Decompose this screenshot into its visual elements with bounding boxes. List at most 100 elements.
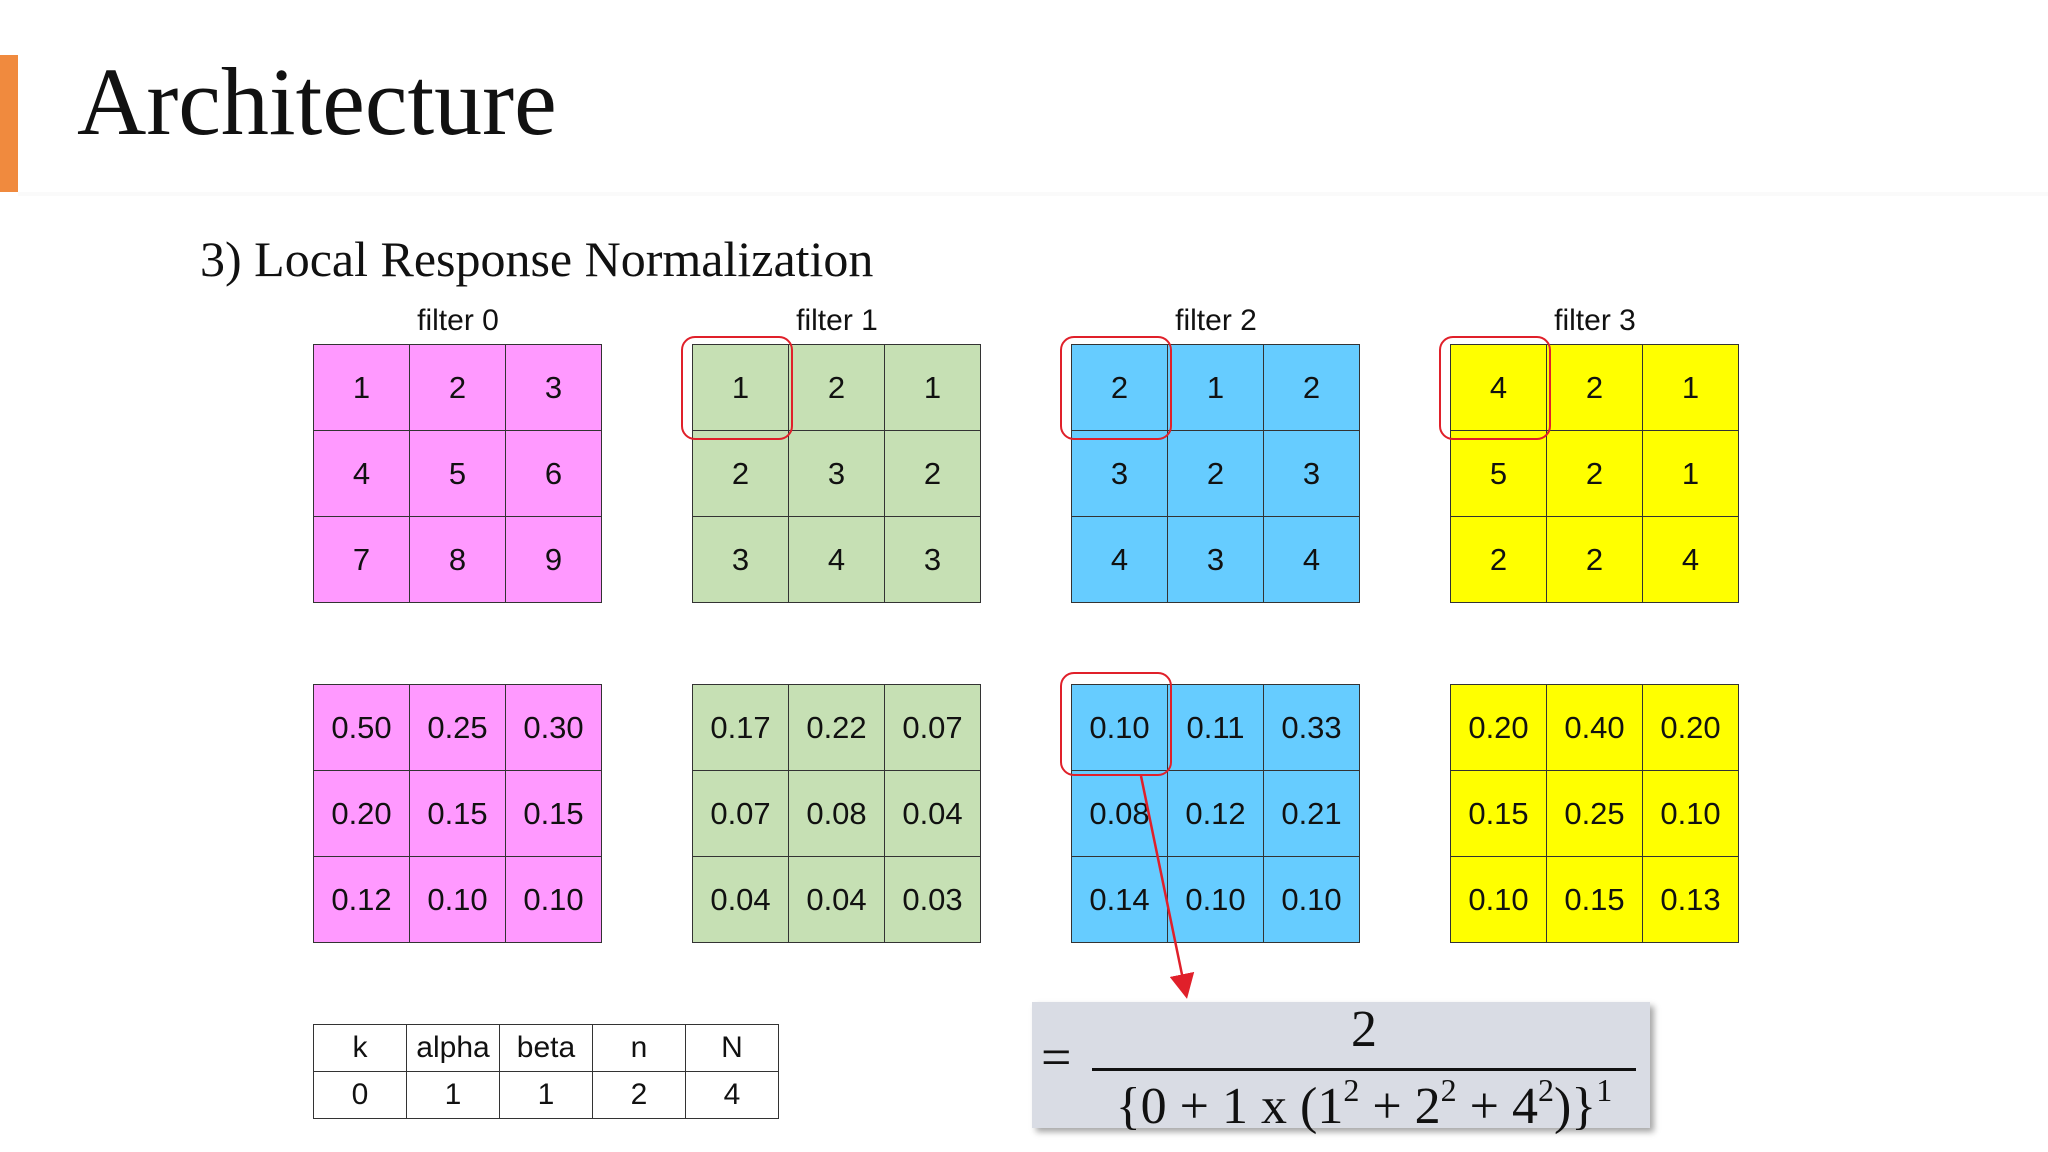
grid-cell: 0.22: [788, 684, 885, 771]
formula-numerator: 2: [1351, 1001, 1377, 1058]
grid-cell: 0.04: [788, 856, 885, 943]
grid-cell: 0.15: [1450, 770, 1547, 857]
grid-cell: 2: [1071, 344, 1168, 431]
grid-cell: 0.25: [409, 684, 506, 771]
grid-cell: 6: [505, 430, 602, 517]
grid-cell: 0.20: [1642, 684, 1739, 771]
grid-cell: 3: [788, 430, 885, 517]
grid-cell: 0.12: [313, 856, 410, 943]
title-divider: [18, 192, 2048, 196]
denom-part: {0 + 1 x (1: [1115, 1078, 1344, 1135]
fraction-bar: [1092, 1068, 1636, 1071]
denom-exponent: 2: [1537, 1072, 1554, 1108]
grid-cell: 5: [1450, 430, 1547, 517]
grid-cell: 0.21: [1263, 770, 1360, 857]
grid-cell: 1: [1642, 430, 1739, 517]
grid-cell: 4: [313, 430, 410, 517]
grid-cell: 0.20: [313, 770, 410, 857]
grid-cell: 2: [788, 344, 885, 431]
grid-cell: 5: [409, 430, 506, 517]
grid-cell: 1: [313, 344, 410, 431]
grid-cell: 0.17: [692, 684, 789, 771]
highlight-output-cell: [1060, 672, 1172, 776]
parameter-table: k alpha beta n N 0 1 1 2 4: [313, 1024, 779, 1119]
formula-equals: =: [1041, 1027, 1072, 1087]
denom-exponent: 2: [1440, 1072, 1457, 1108]
grid-cell: 3: [505, 344, 602, 431]
grid-cell: 0.07: [692, 770, 789, 857]
grid-cell: 0.04: [692, 856, 789, 943]
formula-box: = 2 {0 + 1 x (12 + 22 + 42)}1: [1032, 1001, 1650, 1133]
grid-cell: 0.11: [1167, 684, 1264, 771]
grid-cell: 0.30: [505, 684, 602, 771]
grid-cell: 0.04: [884, 770, 981, 857]
grid-cell: 3: [692, 516, 789, 603]
param-value: 1: [499, 1071, 593, 1119]
slide-subtitle: 3) Local Response Normalization: [200, 231, 874, 287]
slide-title: Architecture: [77, 48, 557, 155]
grid-cell: 3: [1071, 430, 1168, 517]
title-accent-bar: [0, 55, 18, 192]
grid-cell: 0.40: [1546, 684, 1643, 771]
grid-cell: 0.10: [1450, 856, 1547, 943]
grid-cell: 2: [884, 430, 981, 517]
param-value: 2: [592, 1071, 686, 1119]
grid-cell: 1: [692, 344, 789, 431]
param-header: beta: [499, 1024, 593, 1072]
grid-cell: 0.15: [409, 770, 506, 857]
grid-cell: 1: [1167, 344, 1264, 431]
grid-cell: 3: [1263, 430, 1360, 517]
grid-cell: 2: [1450, 516, 1547, 603]
grid-cell: 0.25: [1546, 770, 1643, 857]
param-header: k: [313, 1024, 407, 1072]
grid-cell: 0.15: [505, 770, 602, 857]
filter-1-label: filter 1: [796, 304, 878, 337]
param-header: n: [592, 1024, 686, 1072]
filter-2-label: filter 2: [1175, 304, 1257, 337]
param-header: N: [685, 1024, 779, 1072]
formula-denominator: {0 + 1 x (12 + 22 + 42)}1: [1092, 1074, 1636, 1133]
highlight-filter-3-cell: [1439, 336, 1551, 440]
param-value: 1: [406, 1071, 500, 1119]
grid-cell: 0.08: [1071, 770, 1168, 857]
grid-cell: 2: [1167, 430, 1264, 517]
grid-cell: 4: [1071, 516, 1168, 603]
grid-cell: 3: [1167, 516, 1264, 603]
grid-cell: 0.14: [1071, 856, 1168, 943]
grid-cell: 0.10: [409, 856, 506, 943]
grid-cell: 0.13: [1642, 856, 1739, 943]
denom-part: + 4: [1456, 1078, 1538, 1135]
grid-cell: 1: [1642, 344, 1739, 431]
grid-cell: 8: [409, 516, 506, 603]
grid-cell: 0.10: [1642, 770, 1739, 857]
filter-0-label: filter 0: [417, 304, 499, 337]
grid-cell: 4: [788, 516, 885, 603]
grid-cell: 4: [1263, 516, 1360, 603]
grid-cell: 9: [505, 516, 602, 603]
grid-cell: 0.10: [505, 856, 602, 943]
grid-cell: 0.03: [884, 856, 981, 943]
grid-cell: 2: [1546, 344, 1643, 431]
param-value: 0: [313, 1071, 407, 1119]
highlight-filter-1-cell: [681, 336, 793, 440]
highlight-filter-2-cell: [1060, 336, 1172, 440]
filter-3-label: filter 3: [1554, 304, 1636, 337]
grid-cell: 2: [409, 344, 506, 431]
grid-cell: 2: [1546, 516, 1643, 603]
grid-cell: 0.15: [1546, 856, 1643, 943]
denom-outer-exponent: 1: [1596, 1072, 1613, 1108]
grid-cell: 0.50: [313, 684, 410, 771]
grid-cell: 0.33: [1263, 684, 1360, 771]
grid-cell: 2: [1546, 430, 1643, 517]
denom-part: + 2: [1359, 1078, 1441, 1135]
grid-cell: 4: [1642, 516, 1739, 603]
param-header: alpha: [406, 1024, 500, 1072]
grid-cell: 2: [692, 430, 789, 517]
